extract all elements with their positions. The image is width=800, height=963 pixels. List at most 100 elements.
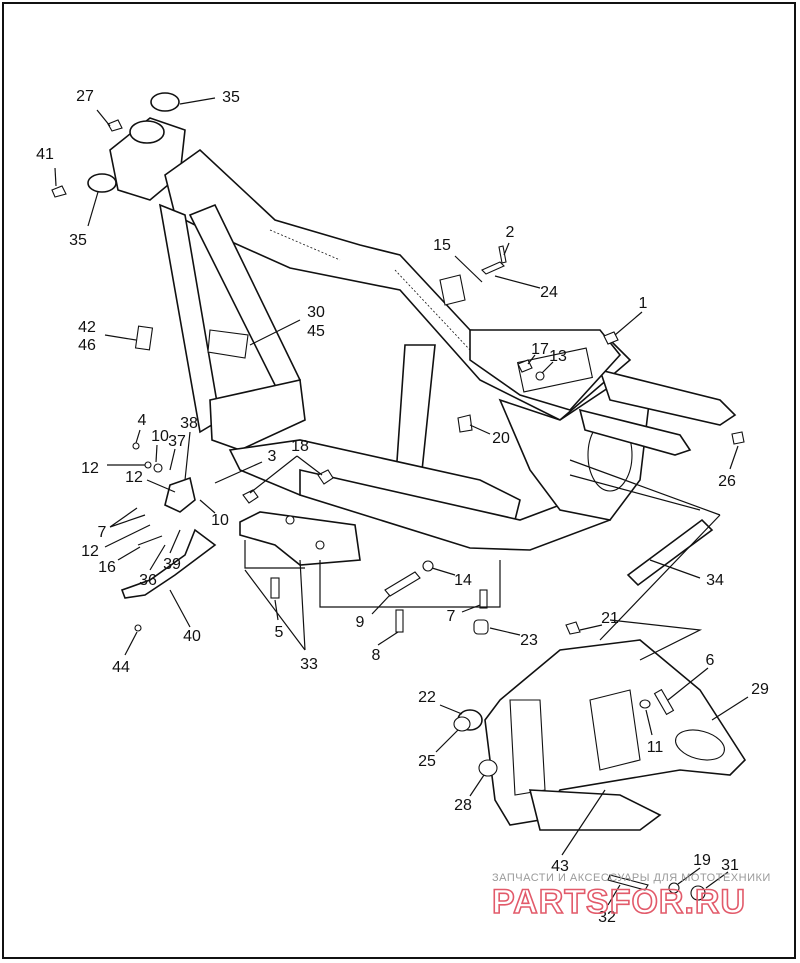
callout-35: 35	[69, 232, 87, 249]
callout-40: 40	[183, 628, 201, 645]
callout-4: 4	[138, 412, 147, 429]
callout-7: 7	[447, 608, 456, 625]
callout-1: 1	[639, 295, 648, 312]
callout-15: 15	[433, 237, 451, 254]
watermark-brand: PARTSFOR.RU	[492, 883, 746, 921]
washer-11	[639, 699, 651, 709]
plate-nut-2	[317, 469, 334, 485]
callout-29: 29	[751, 681, 769, 698]
callout-36: 36	[139, 572, 157, 589]
nut-1	[603, 331, 619, 345]
clip-20	[457, 414, 473, 433]
callout-27: 27	[76, 88, 94, 105]
callout-23: 23	[520, 632, 538, 649]
plate-nut	[242, 489, 259, 504]
washer-12	[144, 461, 152, 469]
pivot-shaft-leader	[569, 474, 721, 641]
leader-lines	[54, 97, 749, 906]
callout-13: 13	[549, 348, 567, 365]
bearing-cup-lower	[87, 173, 117, 193]
bolt-32	[607, 874, 649, 891]
nut-10	[153, 463, 163, 473]
callout-17: 17	[531, 341, 549, 358]
callout-16: 16	[98, 559, 116, 576]
callout-22: 22	[418, 689, 436, 706]
bolt-6	[653, 688, 675, 716]
callout-25: 25	[418, 753, 436, 770]
bolt-7	[479, 589, 488, 609]
callout-19: 19	[693, 852, 711, 869]
callout-46: 46	[78, 337, 96, 354]
front-engine-plate	[239, 511, 361, 566]
callout-33: 33	[300, 656, 318, 673]
backbone-weld	[269, 229, 471, 351]
bearing-cup-upper	[150, 92, 180, 112]
callout-26: 26	[718, 473, 736, 490]
plate-hole-a	[285, 515, 295, 525]
swingarm-crossmember	[589, 689, 641, 771]
swingarm-pivot-boss	[509, 699, 546, 796]
callout-12: 12	[81, 460, 99, 477]
callout-10: 10	[211, 512, 229, 529]
seat-mount-tab	[439, 274, 466, 306]
spacer-25	[453, 716, 471, 732]
callout-43: 43	[551, 858, 569, 875]
lower-fender-strut	[578, 408, 692, 456]
washer-28	[478, 759, 498, 777]
bolt-8	[395, 609, 404, 633]
callout-24: 24	[540, 284, 558, 301]
horn-bracket-plate	[207, 329, 249, 359]
callout-18: 18	[291, 438, 309, 455]
head-plug	[51, 185, 67, 198]
callout-14: 14	[454, 572, 472, 589]
callout-12: 12	[81, 543, 99, 560]
watermark-tagline: ЗАПЧАСТИ И АКСЕССУАРЫ ДЛЯ МОТОТЕХНИКИ	[492, 872, 771, 884]
clip-21	[565, 621, 581, 635]
bolt-5	[270, 577, 280, 599]
washer-13	[535, 371, 545, 381]
vin-plate	[134, 325, 154, 351]
nut-26	[731, 431, 745, 445]
callout-37: 37	[168, 433, 186, 450]
callout-42: 42	[78, 319, 96, 336]
fork-stop	[107, 119, 123, 132]
callout-12: 12	[125, 469, 143, 486]
left-small-parts	[51, 92, 217, 632]
callout-7: 7	[98, 524, 107, 541]
callout-44: 44	[112, 659, 130, 676]
watermark: ЗАПЧАСТИ И АКСЕССУАРЫ ДЛЯ МОТОТЕХНИКИ PA…	[491, 872, 771, 922]
jiffy-stand-leg	[120, 528, 217, 599]
swingarm-pivot-shaft	[626, 518, 714, 587]
main-frame	[109, 117, 737, 551]
bolt-4	[132, 442, 140, 450]
callout-28: 28	[454, 797, 472, 814]
steering-head-bore	[129, 120, 165, 144]
callout-2: 2	[506, 224, 515, 241]
callout-32: 32	[598, 909, 616, 926]
callout-38: 38	[180, 415, 198, 432]
callout-6: 6	[706, 652, 715, 669]
battery-tray-plate	[516, 347, 594, 393]
plate-hole-b	[315, 540, 325, 550]
pin-15	[481, 261, 505, 275]
jiffy-stand-bracket	[164, 476, 196, 513]
callout-21: 21	[601, 610, 619, 627]
callout-35: 35	[222, 89, 240, 106]
bolt-9	[384, 571, 421, 597]
washer-14	[422, 560, 434, 572]
pivot-shaft	[569, 474, 721, 641]
nut-19	[668, 882, 680, 894]
callout-5: 5	[275, 624, 284, 641]
upper-fender-strut	[598, 368, 737, 426]
swingarm	[453, 621, 747, 901]
center-small-parts	[239, 245, 745, 635]
callout-34: 34	[706, 572, 724, 589]
callout-30: 30	[307, 304, 325, 321]
callout-20: 20	[492, 430, 510, 447]
callout-41: 41	[36, 146, 54, 163]
cap-31	[690, 885, 706, 901]
